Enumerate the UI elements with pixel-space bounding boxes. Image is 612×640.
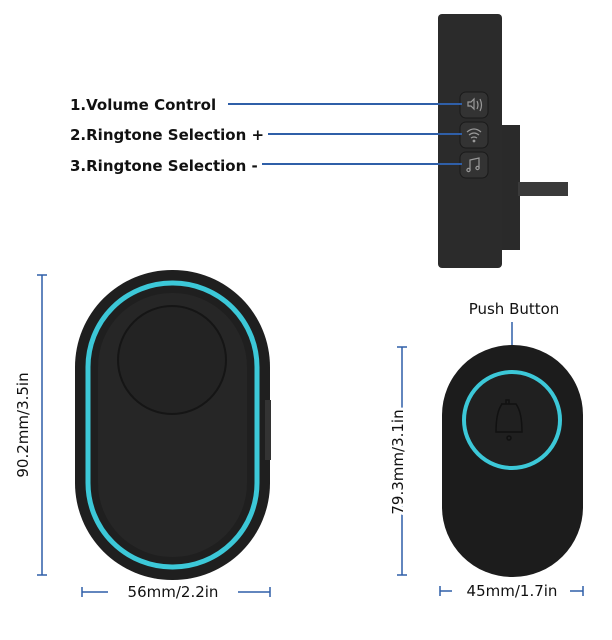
legend-volume-control: 1.Volume Control [70, 96, 216, 114]
push-button-width-dimension [439, 586, 584, 596]
push-button-height-dimension [397, 346, 407, 576]
speaker-icon [467, 97, 483, 112]
legend-ringtone-plus: 2.Ringtone Selection + [70, 126, 264, 144]
receiver-front-view [75, 270, 271, 580]
receiver-height-label: 90.2mm/3.5in [14, 372, 32, 477]
bell-icon [495, 399, 523, 441]
push-button-device [442, 345, 583, 577]
music-note-icon [466, 157, 480, 173]
receiver-width-label: 56mm/2.2in [128, 583, 219, 601]
push-button-width-label: 45mm/1.7in [467, 582, 558, 600]
push-button-title: Push Button [469, 300, 560, 318]
receiver-width-dimension [81, 587, 271, 597]
legend-ringtone-minus: 3.Ringtone Selection - [70, 157, 258, 175]
receiver-height-dimension [37, 274, 47, 576]
receiver-side-view [438, 14, 568, 268]
wifi-icon [466, 128, 482, 143]
push-button-height-label: 79.3mm/3.1in [389, 409, 407, 514]
